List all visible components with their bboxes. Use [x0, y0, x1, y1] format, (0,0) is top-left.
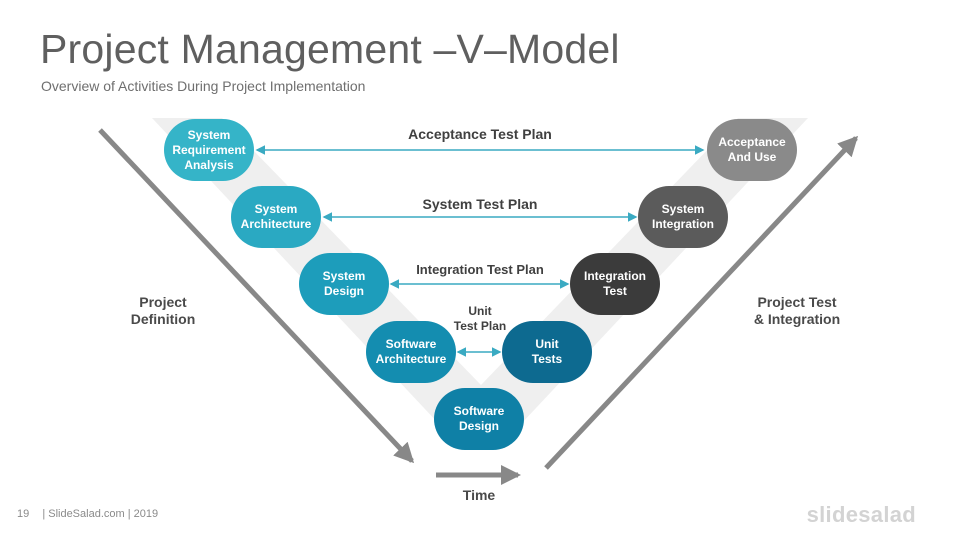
- node-system-integration: System Integration: [638, 186, 728, 248]
- acceptance-test-plan-label: Acceptance Test Plan: [408, 126, 552, 142]
- node-system-architecture: System Architecture: [231, 186, 321, 248]
- footer: 19 | SlideSalad.com | 2019: [17, 508, 158, 520]
- page-subtitle: Overview of Activities During Project Im…: [41, 78, 366, 94]
- footer-credit: | SlideSalad.com | 2019: [42, 508, 159, 520]
- unit-test-plan-label: Unit Test Plan: [453, 304, 507, 333]
- slidesalad-logo: slidesalad: [806, 502, 916, 527]
- time-label: Time: [462, 487, 496, 503]
- node-acceptance-and-use: Acceptance And Use: [707, 119, 797, 181]
- page-title: Project Management –V–Model: [40, 26, 620, 72]
- integration-test-plan-label: Integration Test Plan: [416, 262, 544, 277]
- project-test-arrow: [544, 135, 859, 470]
- project-test-integration-label: Project Test & Integration: [753, 294, 841, 327]
- node-system-design: System Design: [299, 253, 389, 315]
- node-integration-test: Integration Test: [570, 253, 660, 315]
- page-number: 19: [17, 508, 30, 520]
- system-test-plan-label: System Test Plan: [422, 196, 538, 212]
- node-software-architecture: Software Architecture: [366, 321, 456, 383]
- node-system-requirement-analysis: System Requirement Analysis: [164, 119, 254, 181]
- node-software-design: Software Design: [434, 388, 524, 450]
- project-definition-arrow: [98, 128, 415, 464]
- node-unit-tests: Unit Tests: [502, 321, 592, 383]
- project-definition-label: Project Definition: [130, 294, 196, 327]
